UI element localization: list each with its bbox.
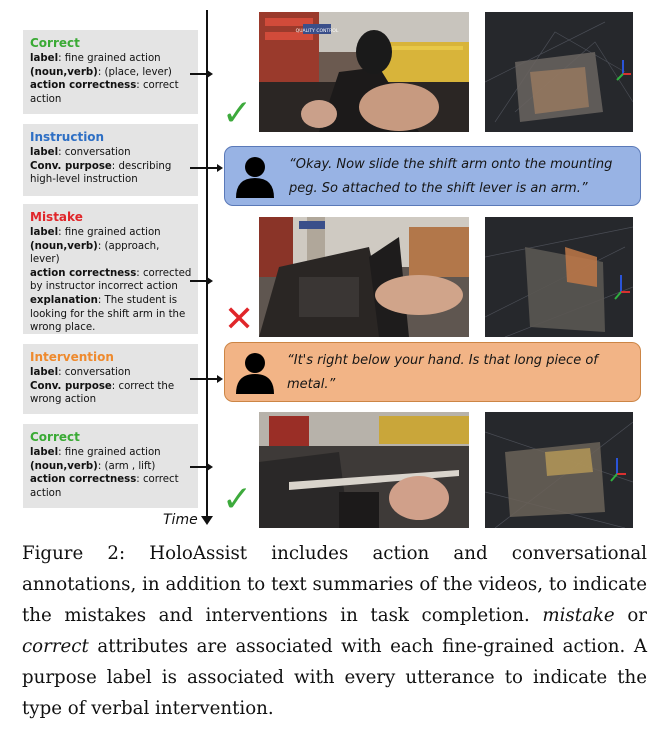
annotation-row: Conv. purpose: describing high-level ins…	[30, 160, 172, 186]
timeline-arrowhead	[201, 516, 213, 525]
correct-check-icon: ✓	[222, 93, 253, 134]
figure-2: Correct label: fine grained action (noun…	[23, 10, 641, 528]
annotation-title: Instruction	[30, 130, 105, 144]
intervention-utterance-bubble: “It's right below your hand. Is that lon…	[224, 342, 641, 402]
mistake-cross-icon: ✕	[224, 299, 255, 340]
annotation-row: action correctness: corrected by instruc…	[30, 267, 192, 293]
annotation-row: explanation: The student is looking for …	[30, 294, 186, 334]
annotation-mistake: Mistake label: fine grained action (noun…	[23, 204, 198, 334]
annotation-title: Intervention	[30, 350, 114, 364]
annotation-title: Mistake	[30, 210, 83, 224]
annotation-row: action correctness: correct action	[30, 474, 179, 499]
intervention-utterance-text: “It's right below your hand. Is that lon…	[287, 353, 598, 392]
timeline-axis	[206, 10, 208, 520]
annotation-correct-2: Correct label: fine grained action (noun…	[23, 424, 198, 508]
instruction-utterance-text: “Okay. Now slide the shift arm onto the …	[289, 157, 613, 196]
annotation-row: label: fine grained action	[30, 227, 161, 238]
egocentric-frame-3	[259, 412, 469, 528]
quality-control-sign: QUALITY CONTROL	[296, 28, 339, 34]
annotation-row: label: conversation	[30, 147, 131, 158]
annotation-row: Conv. purpose: correct the wrong action	[30, 380, 175, 406]
annotation-row: label: fine grained action	[30, 447, 161, 458]
timeline-tick	[190, 164, 223, 171]
annotation-row: label: conversation	[30, 367, 131, 378]
speaker-person-icon	[236, 157, 274, 198]
annotation-row: (noun,verb): (place, lever)	[30, 66, 172, 78]
egocentric-frame-2	[259, 217, 469, 337]
annotation-row: (noun,verb): (arm , lift)	[30, 460, 156, 472]
annotation-row: label: fine grained action	[30, 53, 161, 64]
figure-caption: Figure 2: HoloAssist includes action and…	[22, 543, 647, 719]
annotation-row: (noun,verb): (approach, lever)	[30, 240, 160, 266]
annotation-title: Correct	[30, 36, 80, 50]
timeline-tick	[190, 277, 213, 284]
annotation-correct-1: Correct label: fine grained action (noun…	[23, 30, 198, 114]
annotation-intervention: Intervention label: conversation Conv. p…	[23, 344, 198, 414]
timeline-tick	[190, 463, 213, 470]
annotation-instruction: Instruction label: conversation Conv. pu…	[23, 124, 198, 196]
timeline-tick	[190, 375, 223, 382]
correct-check-icon: ✓	[222, 479, 253, 520]
point-cloud-frame-2	[485, 217, 633, 337]
time-axis-label: Time	[163, 512, 198, 528]
speaker-person-icon	[236, 353, 274, 394]
timeline-tick	[190, 70, 213, 77]
point-cloud-frame-1	[485, 12, 633, 132]
annotation-row: action correctness: correct action	[30, 80, 179, 105]
point-cloud-frame-3	[485, 412, 633, 528]
annotation-title: Correct	[30, 430, 80, 444]
egocentric-frame-1: QUALITY CONTROL	[259, 12, 469, 132]
instruction-utterance-bubble: “Okay. Now slide the shift arm onto the …	[224, 146, 641, 206]
